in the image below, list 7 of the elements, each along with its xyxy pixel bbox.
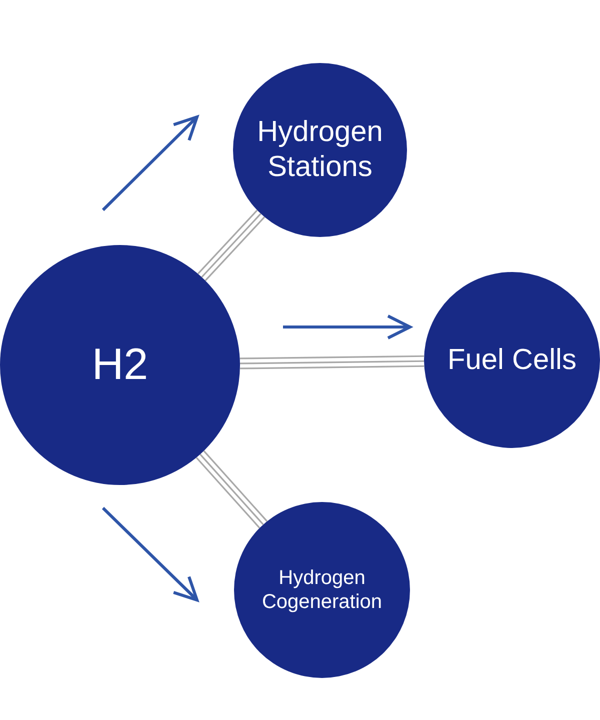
node-label: Fuel Cells xyxy=(446,342,578,378)
pipe-connector xyxy=(240,355,424,370)
pipe-connector xyxy=(196,450,268,528)
node-label: Hydrogen Stations xyxy=(256,115,384,185)
node-label: Hydrogen Cogeneration xyxy=(260,566,384,614)
pipe-connector xyxy=(197,210,265,282)
node-label: H2 xyxy=(90,338,150,391)
